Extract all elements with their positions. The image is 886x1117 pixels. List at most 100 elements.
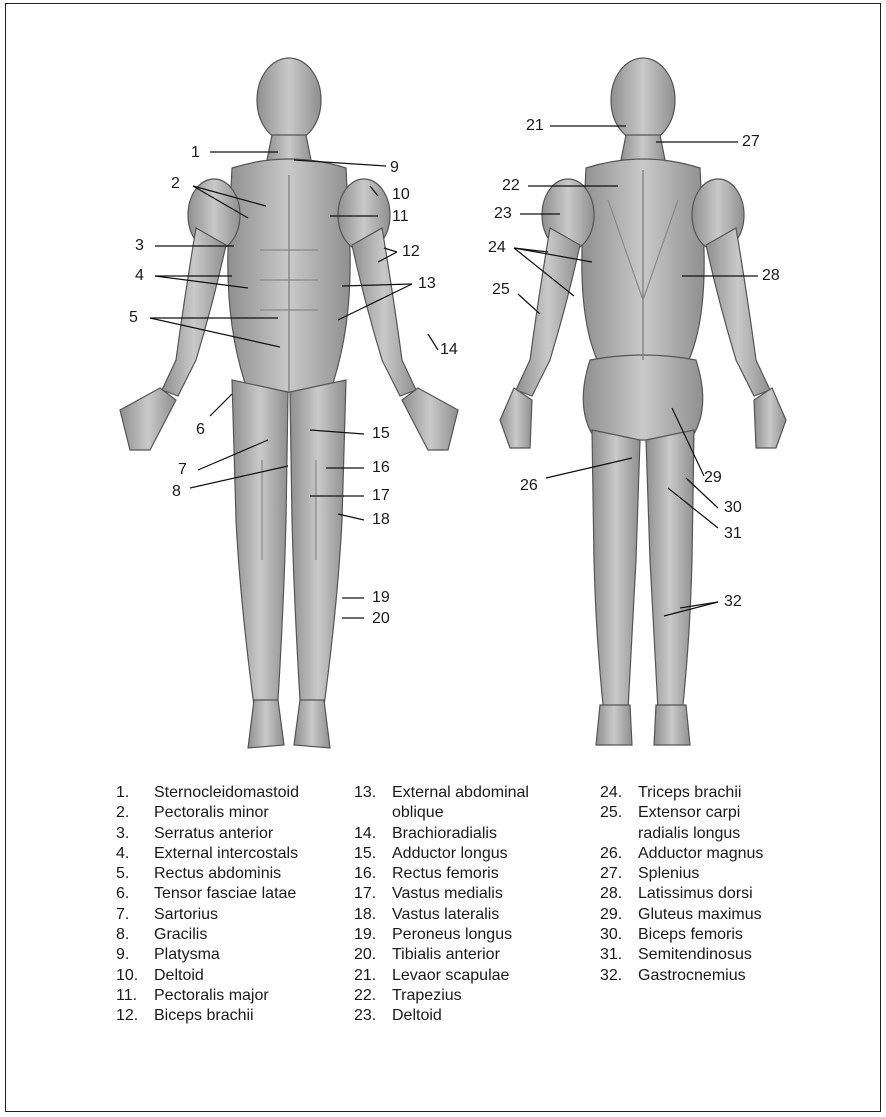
legend-label: Triceps brachii bbox=[638, 783, 741, 803]
legend-item: 24.Triceps brachii bbox=[600, 783, 763, 803]
callout-3: 3 bbox=[135, 238, 144, 254]
legend-item: 17.Vastus medialis bbox=[354, 884, 529, 904]
legend-number: 15. bbox=[354, 844, 392, 864]
callout-7: 7 bbox=[178, 462, 187, 478]
legend-item: 31.Semitendinosus bbox=[600, 945, 763, 965]
callout-21: 21 bbox=[526, 118, 544, 134]
anterior-left-leg bbox=[232, 380, 288, 706]
anterior-left-arm bbox=[162, 228, 226, 396]
legend-item: 4.External intercostals bbox=[116, 844, 299, 864]
legend-label: Tensor fasciae latae bbox=[154, 884, 296, 904]
legend-item: 22.Trapezius bbox=[354, 986, 529, 1006]
callout-1: 1 bbox=[191, 145, 200, 161]
legend-number: 20. bbox=[354, 945, 392, 965]
legend-label: Vastus medialis bbox=[392, 884, 503, 904]
legend-item: 25.Extensor carpi bbox=[600, 803, 763, 823]
legend-item: 19.Peroneus longus bbox=[354, 925, 529, 945]
legend-item: 7.Sartorius bbox=[116, 905, 299, 925]
legend-label: Deltoid bbox=[154, 966, 204, 986]
callout-17: 17 bbox=[372, 488, 390, 504]
legend-number: 21. bbox=[354, 966, 392, 986]
legend-number: 7. bbox=[116, 905, 154, 925]
legend-label: Tibialis anterior bbox=[392, 945, 500, 965]
legend-label: Gluteus maximus bbox=[638, 905, 762, 925]
callout-15: 15 bbox=[372, 426, 390, 442]
legend-label: Adductor longus bbox=[392, 844, 508, 864]
legend-number: 12. bbox=[116, 1006, 154, 1026]
posterior-right-foot bbox=[654, 705, 690, 745]
legend-item: 28.Latissimus dorsi bbox=[600, 884, 763, 904]
legend-label: Peroneus longus bbox=[392, 925, 512, 945]
callout-16: 16 bbox=[372, 460, 390, 476]
callout-24: 24 bbox=[488, 240, 506, 256]
legend-label: Sartorius bbox=[154, 905, 218, 925]
posterior-right-arm bbox=[706, 228, 770, 396]
callout-12: 12 bbox=[402, 244, 420, 260]
legend-label: Brachioradialis bbox=[392, 824, 497, 844]
legend-number: 5. bbox=[116, 864, 154, 884]
legend-number: 10. bbox=[116, 966, 154, 986]
legend-number: 4. bbox=[116, 844, 154, 864]
callout-11: 11 bbox=[392, 209, 409, 225]
callout-29: 29 bbox=[704, 470, 722, 486]
legend-column-2: 13.External abdominal oblique 14.Brachio… bbox=[354, 783, 529, 1027]
legend-label: Platysma bbox=[154, 945, 220, 965]
legend-item: 27.Splenius bbox=[600, 864, 763, 884]
legend-number: 32. bbox=[600, 966, 638, 986]
legend-number: 6. bbox=[116, 884, 154, 904]
callout-30: 30 bbox=[724, 500, 742, 516]
legend-label: Adductor magnus bbox=[638, 844, 763, 864]
posterior-gluteals bbox=[583, 355, 702, 440]
legend-label: Rectus abdominis bbox=[154, 864, 281, 884]
legend-number: 11. bbox=[116, 986, 154, 1006]
legend-item: 32.Gastrocnemius bbox=[600, 966, 763, 986]
legend-label: Sternocleidomastoid bbox=[154, 783, 299, 803]
posterior-right-hand bbox=[754, 388, 786, 448]
legend-number: 17. bbox=[354, 884, 392, 904]
legend-label: Splenius bbox=[638, 864, 699, 884]
legend-item: 23.Deltoid bbox=[354, 1006, 529, 1026]
callout-27: 27 bbox=[742, 134, 760, 150]
anterior-left-foot bbox=[248, 700, 284, 748]
callout-2: 2 bbox=[171, 176, 180, 192]
legend-number: 25. bbox=[600, 803, 638, 823]
anterior-left-hand bbox=[120, 388, 176, 450]
legend-column-3: 24.Triceps brachii 25.Extensor carpi rad… bbox=[600, 783, 763, 986]
anterior-figure bbox=[120, 58, 458, 748]
legend-label: External abdominal bbox=[392, 783, 529, 803]
callout-13: 13 bbox=[418, 276, 436, 292]
legend-label: Pectoralis minor bbox=[154, 803, 269, 823]
legend-label: Semitendinosus bbox=[638, 945, 752, 965]
posterior-figure bbox=[500, 58, 786, 745]
legend-label: Rectus femoris bbox=[392, 864, 499, 884]
legend-number: 9. bbox=[116, 945, 154, 965]
callout-22: 22 bbox=[502, 178, 520, 194]
legend-label: Pectoralis major bbox=[154, 986, 269, 1006]
posterior-left-leg bbox=[592, 430, 640, 714]
legend-label: Biceps femoris bbox=[638, 925, 743, 945]
callout-4: 4 bbox=[135, 268, 144, 284]
legend-label: Gracilis bbox=[154, 925, 207, 945]
callout-28: 28 bbox=[762, 268, 780, 284]
anterior-right-hand bbox=[402, 388, 458, 450]
legend-label: Deltoid bbox=[392, 1006, 442, 1026]
muscle-diagram bbox=[0, 0, 886, 770]
legend-label: radialis longus bbox=[638, 824, 740, 844]
posterior-left-hand bbox=[500, 388, 532, 448]
legend-number: 29. bbox=[600, 905, 638, 925]
legend-item: 10.Deltoid bbox=[116, 966, 299, 986]
legend-label: Latissimus dorsi bbox=[638, 884, 753, 904]
callout-26: 26 bbox=[520, 478, 538, 494]
callout-14: 14 bbox=[440, 342, 458, 358]
legend-item: 20.Tibialis anterior bbox=[354, 945, 529, 965]
legend-label: oblique bbox=[392, 803, 444, 823]
posterior-left-arm bbox=[516, 228, 580, 396]
callout-6: 6 bbox=[196, 422, 205, 438]
anterior-head bbox=[257, 58, 321, 142]
legend-number: 19. bbox=[354, 925, 392, 945]
legend-item: 11.Pectoralis major bbox=[116, 986, 299, 1006]
anterior-right-leg bbox=[290, 380, 346, 706]
callout-25: 25 bbox=[492, 282, 510, 298]
legend-item: 29.Gluteus maximus bbox=[600, 905, 763, 925]
legend-item: 21.Levaor scapulae bbox=[354, 966, 529, 986]
